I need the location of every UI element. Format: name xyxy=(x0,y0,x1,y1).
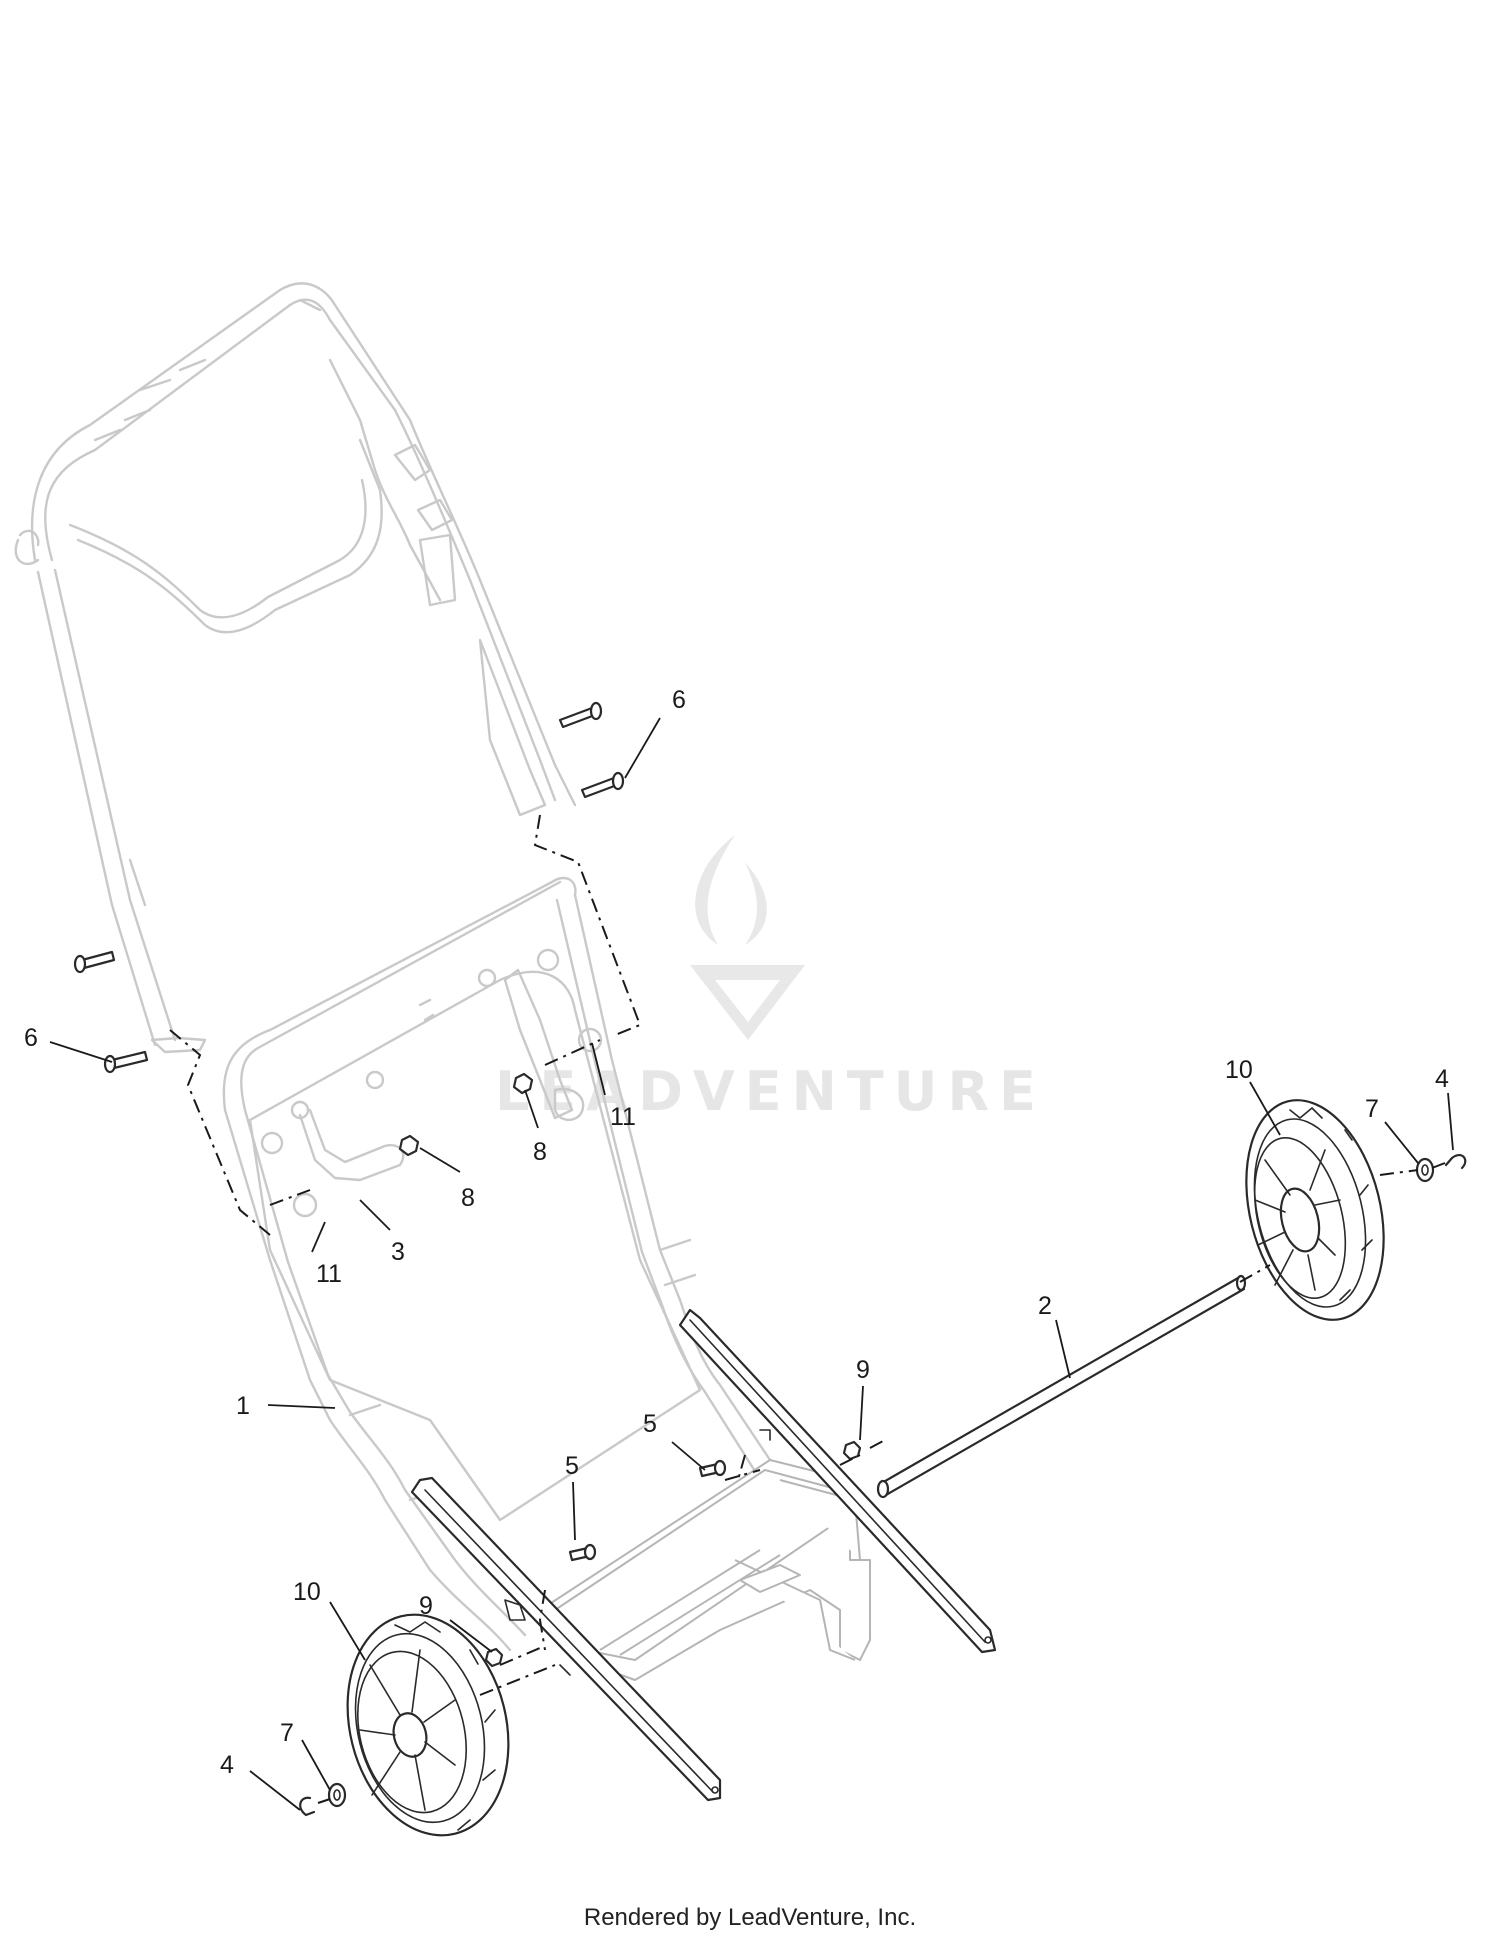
left-frame-leg xyxy=(410,1476,722,1802)
callout-6-lower: 6 xyxy=(24,1024,38,1052)
callout-11-right: 11 xyxy=(610,1103,636,1131)
wheel-right xyxy=(1245,1099,1385,1321)
callout-10-right: 10 xyxy=(1225,1056,1253,1084)
callout-9-left: 9 xyxy=(419,1592,433,1620)
axle xyxy=(876,1274,1247,1499)
callout-5-right: 5 xyxy=(643,1410,657,1438)
leader-lines xyxy=(49,717,1454,1811)
callout-8-left: 8 xyxy=(461,1184,475,1212)
bolt-upper-1 xyxy=(558,701,603,729)
bolt-lower-1 xyxy=(73,950,116,974)
callout-7-right: 7 xyxy=(1365,1095,1379,1123)
watermark-text: LEADVENTURE xyxy=(495,1060,1046,1123)
upper-handle-ghost xyxy=(14,282,577,1054)
callout-3: 3 xyxy=(391,1238,405,1266)
washer-7-left xyxy=(327,1782,347,1808)
nut-8-right xyxy=(512,1072,534,1095)
callout-5-left: 5 xyxy=(565,1452,579,1480)
right-frame-leg xyxy=(678,1308,997,1654)
callout-4-left: 4 xyxy=(220,1751,234,1779)
nut-8-left xyxy=(398,1134,420,1157)
v-logo-icon xyxy=(690,965,805,1040)
assembly-lines xyxy=(169,814,1446,1804)
footer-credit: Rendered by LeadVenture, Inc. xyxy=(583,1904,917,1931)
clip-4-left xyxy=(299,1796,316,1817)
callout-11-left: 11 xyxy=(316,1260,342,1288)
callout-10-left: 10 xyxy=(293,1578,321,1606)
callout-8-right: 8 xyxy=(533,1138,547,1166)
callout-4-right: 4 xyxy=(1435,1065,1449,1093)
leadventure-watermark: LEADVENTURE xyxy=(495,835,1046,1123)
callout-9-right: 9 xyxy=(856,1356,870,1384)
nut-9-right xyxy=(842,1440,862,1461)
nut-9-left xyxy=(484,1647,504,1668)
deck-bracket-ghost xyxy=(547,1459,871,1681)
bolt-5-right xyxy=(698,1459,727,1478)
callout-7-left: 7 xyxy=(280,1719,294,1747)
callout-1: 1 xyxy=(236,1392,250,1420)
bolt-5-left xyxy=(568,1543,597,1562)
washer-7-right xyxy=(1415,1157,1435,1183)
callout-2: 2 xyxy=(1038,1292,1052,1320)
bolt-upper-2 xyxy=(580,771,625,799)
clip-4-right xyxy=(1444,1153,1467,1170)
flame-logo-icon xyxy=(695,835,767,945)
wheel-left xyxy=(346,1613,510,1837)
callout-6-upper: 6 xyxy=(672,686,686,714)
callout-labels: 1 2 3 4 4 5 5 6 6 7 7 8 8 9 9 10 10 11 1… xyxy=(24,686,1449,1779)
